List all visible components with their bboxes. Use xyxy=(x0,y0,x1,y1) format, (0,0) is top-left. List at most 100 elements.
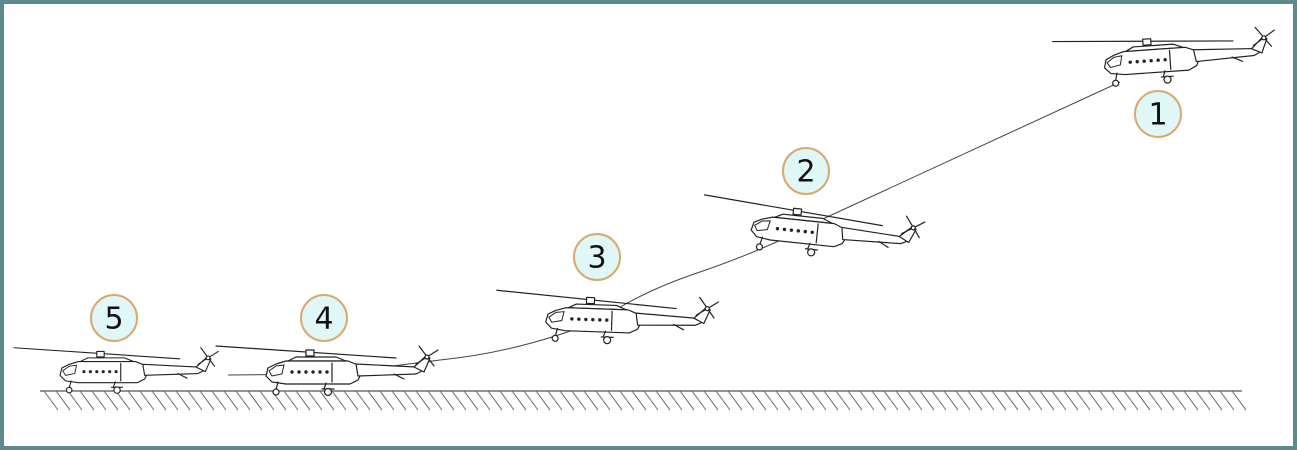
hatch-mark xyxy=(151,390,167,411)
hatch-mark xyxy=(1051,390,1067,411)
hatch-mark xyxy=(751,390,767,411)
hatch-mark xyxy=(439,390,455,411)
hatch-mark xyxy=(679,390,695,411)
hatch-mark xyxy=(1135,390,1151,411)
hatch-mark xyxy=(1219,390,1235,411)
position-badge-2: 2 xyxy=(782,147,830,195)
hatch-mark xyxy=(919,390,935,411)
approach-diagram: 1 2 3 4 5 xyxy=(13,25,1279,411)
hatch-mark xyxy=(823,390,839,411)
position-label: 3 xyxy=(587,241,606,276)
hatch-mark xyxy=(775,390,791,411)
hatch-mark xyxy=(55,390,71,411)
hatch-mark xyxy=(859,390,875,411)
hatch-mark xyxy=(427,390,443,411)
hatch-mark xyxy=(1147,390,1163,411)
position-badge-3: 3 xyxy=(573,233,621,281)
position-badge-5: 5 xyxy=(90,294,138,342)
hatch-mark xyxy=(1015,390,1031,411)
hatch-mark xyxy=(199,390,215,411)
hatch-mark xyxy=(595,390,611,411)
hatch-mark xyxy=(247,390,263,411)
hatch-mark xyxy=(355,390,371,411)
position-label: 1 xyxy=(1148,98,1167,133)
hatch-mark xyxy=(487,390,503,411)
helicopter-icon xyxy=(13,347,219,394)
hatch-mark xyxy=(871,390,887,411)
hatch-mark xyxy=(187,390,203,411)
position-label: 4 xyxy=(314,302,333,337)
hatch-mark xyxy=(967,390,983,411)
hatch-mark xyxy=(1039,390,1055,411)
hatch-mark xyxy=(1171,390,1187,411)
hatch-mark xyxy=(331,390,347,411)
hatch-mark xyxy=(931,390,947,411)
hatch-mark xyxy=(607,390,623,411)
hatch-mark xyxy=(163,390,179,411)
hatch-mark xyxy=(1099,390,1115,411)
hatch-mark xyxy=(175,390,191,411)
hatch-mark xyxy=(1231,390,1247,411)
hatch-mark xyxy=(79,390,95,411)
hatch-mark xyxy=(583,390,599,411)
hatch-mark xyxy=(211,390,227,411)
helicopter-icon xyxy=(494,289,720,349)
hatch-mark xyxy=(1195,390,1211,411)
hatch-mark xyxy=(643,390,659,411)
hatch-mark xyxy=(1183,390,1199,411)
hatch-mark xyxy=(127,390,143,411)
hatch-mark xyxy=(1027,390,1043,411)
hatch-mark xyxy=(799,390,815,411)
hatch-mark xyxy=(559,390,575,411)
position-badge-4: 4 xyxy=(300,294,348,342)
hatch-mark xyxy=(463,390,479,411)
hatch-mark xyxy=(547,390,563,411)
hatch-mark xyxy=(835,390,851,411)
hatch-mark xyxy=(847,390,863,411)
hatch-mark xyxy=(1075,390,1091,411)
hatch-mark xyxy=(115,390,131,411)
hatch-mark xyxy=(943,390,959,411)
hatch-mark xyxy=(979,390,995,411)
hatch-mark xyxy=(907,390,923,411)
hatch-mark xyxy=(67,390,83,411)
hatch-mark xyxy=(1087,390,1103,411)
hatch-mark xyxy=(1003,390,1019,411)
hatch-mark xyxy=(631,390,647,411)
hatch-mark xyxy=(499,390,515,411)
hatch-mark xyxy=(343,390,359,411)
hatch-mark xyxy=(367,390,383,411)
helicopter-icon xyxy=(1051,25,1279,92)
hatch-mark xyxy=(667,390,683,411)
hatch-mark xyxy=(571,390,587,411)
hatch-mark xyxy=(655,390,671,411)
position-label: 2 xyxy=(796,155,815,190)
hatch-mark xyxy=(883,390,899,411)
flight-path-line xyxy=(227,81,1121,376)
hatch-mark xyxy=(535,390,551,411)
hatch-mark xyxy=(91,390,107,411)
helicopter-icon xyxy=(698,194,926,268)
hatch-mark xyxy=(703,390,719,411)
hatch-mark xyxy=(715,390,731,411)
hatch-mark xyxy=(1207,390,1223,411)
hatch-mark xyxy=(763,390,779,411)
hatch-mark xyxy=(727,390,743,411)
hatch-mark xyxy=(391,390,407,411)
hatch-mark xyxy=(139,390,155,411)
helicopter-icon xyxy=(215,345,439,397)
hatch-mark xyxy=(991,390,1007,411)
hatch-mark xyxy=(691,390,707,411)
hatch-mark xyxy=(1123,390,1139,411)
hatch-mark xyxy=(1159,390,1175,411)
hatch-mark xyxy=(103,390,119,411)
hatch-mark xyxy=(955,390,971,411)
hatch-mark xyxy=(811,390,827,411)
hatch-mark xyxy=(475,390,491,411)
hatch-mark xyxy=(295,390,311,411)
hatch-mark xyxy=(259,390,275,411)
hatch-mark xyxy=(307,390,323,411)
hatch-mark xyxy=(895,390,911,411)
hatch-mark xyxy=(523,390,539,411)
hatch-mark xyxy=(619,390,635,411)
